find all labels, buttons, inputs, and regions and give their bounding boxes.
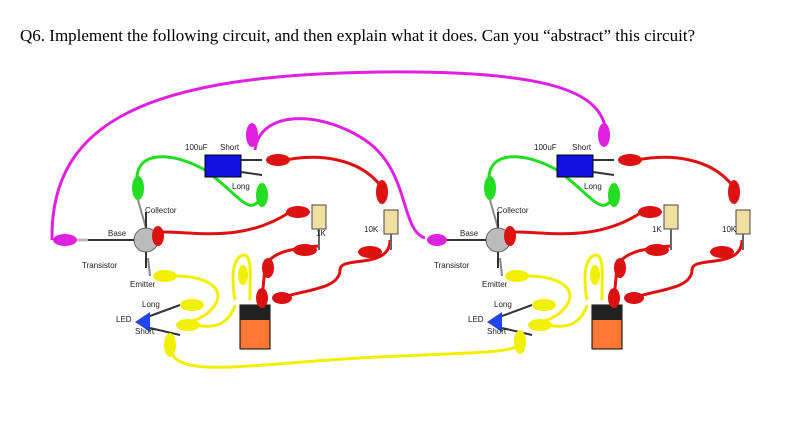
component-label: Short bbox=[487, 327, 507, 336]
cap-long-label: Long bbox=[232, 182, 250, 191]
component-label: LED bbox=[468, 315, 484, 324]
question-text: Q6. Implement the following circuit, and… bbox=[20, 26, 696, 45]
led-label: LED bbox=[116, 315, 132, 324]
led bbox=[135, 312, 150, 332]
component-label: Long bbox=[584, 182, 602, 191]
component-label: Long bbox=[494, 300, 512, 309]
circuit-left: 100uF Short Long Collector Base Transist… bbox=[53, 123, 399, 357]
magenta-wire-long bbox=[50, 70, 608, 241]
resistor-1k bbox=[311, 204, 327, 230]
component-label: Collector bbox=[497, 206, 529, 215]
component-label: 10K bbox=[722, 225, 737, 234]
collector-label: Collector bbox=[145, 206, 177, 215]
capacitor-label: 100uF bbox=[185, 143, 208, 152]
base-label: Base bbox=[108, 229, 127, 238]
clip-magenta bbox=[53, 234, 77, 246]
led-long-label: Long bbox=[142, 300, 160, 309]
component-label: 100uF bbox=[534, 143, 557, 152]
component-label: Short bbox=[572, 143, 592, 152]
resistor-10k bbox=[383, 209, 399, 235]
transistor-label: Transistor bbox=[82, 261, 118, 270]
emitter-label: Emitter bbox=[130, 280, 156, 289]
r2-label: 10K bbox=[364, 225, 379, 234]
circuit-right: 100uF Short Long Collector Base Transist… bbox=[427, 123, 751, 354]
component-label: Emitter bbox=[482, 280, 508, 289]
component-label: Transistor bbox=[434, 261, 470, 270]
led-short-label: Short bbox=[135, 327, 155, 336]
r1-label: 1K bbox=[316, 229, 326, 238]
cap-short-label: Short bbox=[220, 143, 240, 152]
yellow-wire-long bbox=[168, 341, 522, 369]
component-label: 1K bbox=[652, 225, 662, 234]
magenta-wire-cross bbox=[253, 117, 426, 240]
capacitor bbox=[204, 154, 242, 178]
component-label: Base bbox=[460, 229, 479, 238]
